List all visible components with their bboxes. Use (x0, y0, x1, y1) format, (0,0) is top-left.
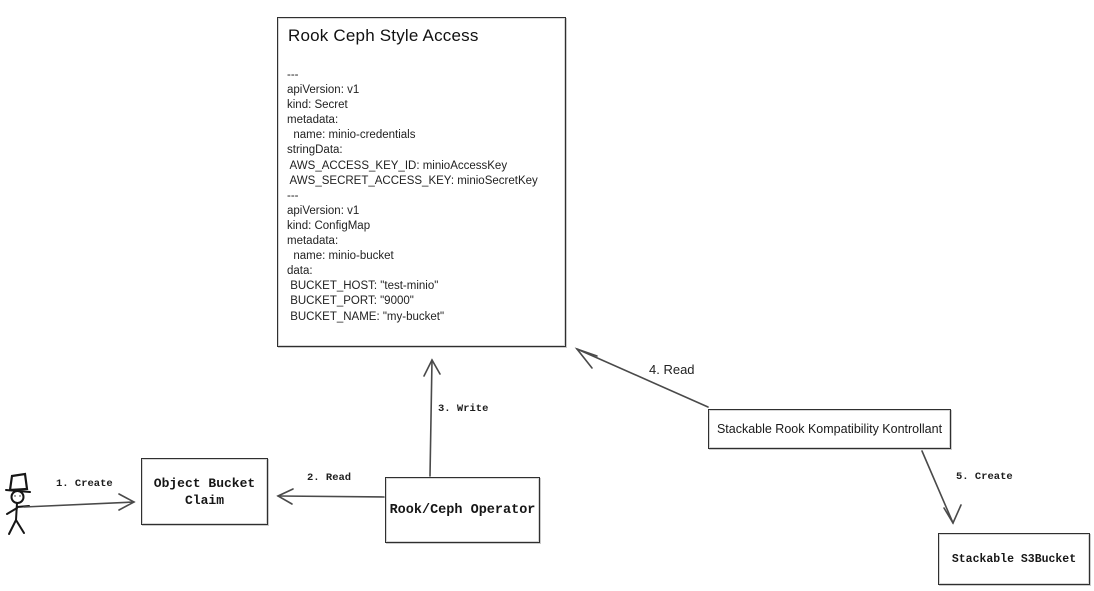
arrow-read-obc (278, 489, 384, 504)
stick-figure-top-hat-icon (6, 474, 30, 534)
arrow-create-obc (24, 494, 134, 510)
yaml-line: metadata: (287, 235, 339, 248)
yaml-line: stringData: (287, 144, 343, 157)
yaml-line: BUCKET_NAME: "my-bucket" (287, 310, 445, 323)
yaml-line: BUCKET_PORT: "9000" (287, 295, 414, 308)
yaml-line: name: minio-bucket (287, 250, 394, 263)
yaml-line: --- (287, 189, 299, 202)
node-label: Rook/Ceph Operator (389, 502, 536, 518)
node-object-bucket-claim: Object Bucket Claim (141, 458, 268, 525)
yaml-line: kind: ConfigMap (287, 219, 371, 232)
yaml-line: name: minio-credentials (287, 129, 416, 142)
yaml-line: apiVersion: v1 (287, 84, 360, 97)
yaml-line: kind: Secret (287, 99, 348, 112)
node-label: Stackable S3Bucket (951, 552, 1077, 566)
arrow-create-s3bucket (922, 451, 961, 523)
yaml-line: BUCKET_HOST: "test-minio" (287, 280, 439, 293)
yaml-line: data: (287, 265, 313, 278)
node-rook-ceph-style-access: Rook Ceph Style Access --- apiVersion: v… (277, 17, 566, 347)
node-label: Object Bucket Claim (153, 475, 256, 508)
yaml-line: --- (287, 69, 299, 81)
arrow-write-secrets (424, 360, 440, 476)
edge-label-create-s3bucket: 5. Create (956, 471, 1013, 483)
node-stackable-s3bucket: Stackable S3Bucket (938, 533, 1090, 585)
node-title: Rook Ceph Style Access (288, 26, 479, 45)
edge-label-read-obc: 2. Read (307, 472, 352, 484)
edge-label-write-secrets: 3. Write (438, 403, 489, 415)
yaml-line: apiVersion: v1 (287, 204, 360, 217)
node-label: Stackable Rook Kompatibility Kontrollant (716, 422, 943, 436)
edge-label-create-obc: 1. Create (56, 478, 113, 490)
node-rook-ceph-operator: Rook/Ceph Operator (385, 477, 540, 543)
yaml-line: AWS_ACCESS_KEY_ID: minioAccessKey (287, 159, 508, 172)
yaml-line: AWS_SECRET_ACCESS_KEY: minioSecretKey (287, 174, 538, 187)
arrow-read-secrets (577, 349, 708, 407)
node-stackable-rook-kompatibility-kontrollant: Stackable Rook Kompatibility Kontrollant (708, 409, 951, 449)
yaml-block: --- apiVersion: v1 kind: Secret metadata… (287, 68, 563, 325)
edge-label-read-secrets: 4. Read (649, 362, 695, 377)
yaml-line: metadata: (287, 114, 339, 127)
